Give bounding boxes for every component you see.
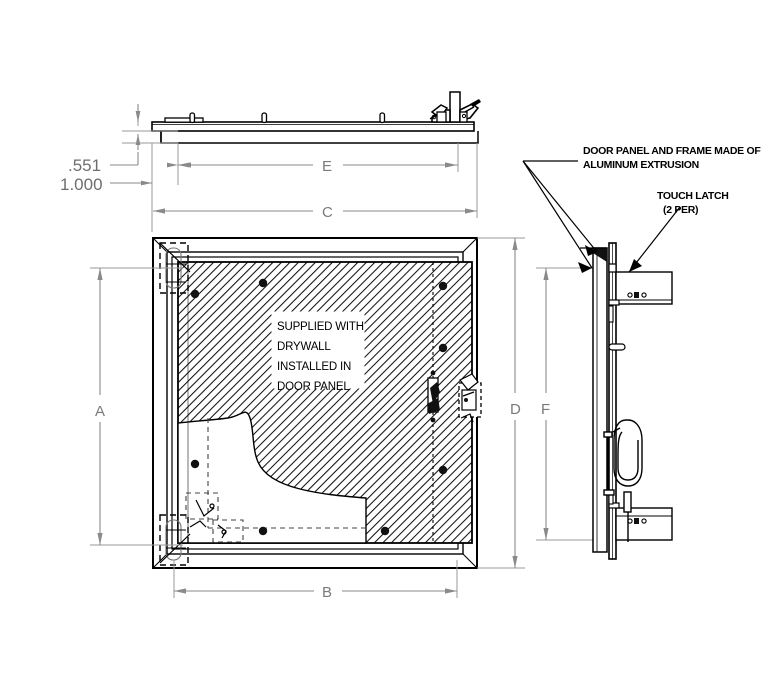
dimension-E: E bbox=[167, 143, 459, 175]
note-touch-latch-line2: (2 PER) bbox=[663, 204, 698, 216]
dimension-letter-D: D bbox=[510, 401, 521, 418]
dimension-B: B bbox=[173, 560, 458, 601]
panel-note-line-1: SUPPLIED WITH bbox=[277, 321, 364, 333]
dimension-D: D bbox=[477, 237, 525, 569]
front-elevation-view: SUPPLIED WITH DRYWALL INSTALLED IN DOOR … bbox=[152, 237, 482, 569]
dimension-1000: 1.000 bbox=[60, 175, 103, 194]
note-door-panel-line2: ALUMINUM EXTRUSION bbox=[583, 159, 699, 171]
touch-latch-bottom bbox=[608, 489, 673, 541]
annotation-leaders bbox=[522, 160, 681, 273]
side-section-view bbox=[580, 242, 673, 560]
dimension-C: C bbox=[153, 143, 478, 221]
dimension-letter-A: A bbox=[95, 403, 105, 420]
dimension-letter-B: B bbox=[322, 584, 332, 601]
bottom-left-mechanism bbox=[189, 499, 227, 539]
thickness-dimensions: .551 1.000 bbox=[60, 104, 179, 232]
dimension-letter-E: E bbox=[322, 158, 332, 175]
latch-strike-detail bbox=[458, 373, 482, 423]
top-view-tabs bbox=[189, 112, 386, 124]
panel-note-line-3: INSTALLED IN bbox=[277, 361, 351, 373]
panel-fasteners bbox=[190, 278, 448, 536]
dimension-letter-C: C bbox=[322, 204, 333, 221]
drywall-hatch-region bbox=[177, 261, 473, 544]
note-door-panel-line1: DOOR PANEL AND FRAME MADE OF bbox=[583, 145, 761, 157]
note-door-panel-frame: DOOR PANEL AND FRAME MADE OF ALUMINUM EX… bbox=[583, 145, 762, 171]
cable-restraint-detail bbox=[603, 419, 643, 542]
dimension-A: A bbox=[90, 267, 183, 546]
dimension-551: .551 bbox=[68, 156, 101, 175]
note-touch-latch: TOUCH LATCH (2 PER) bbox=[657, 190, 729, 216]
side-view-tab bbox=[608, 343, 626, 351]
panel-cutout-shape bbox=[177, 411, 367, 544]
top-view-hinge-detail bbox=[429, 91, 481, 123]
touch-latch-top bbox=[608, 263, 673, 323]
panel-note-line-4: DOOR PANEL bbox=[277, 381, 350, 393]
dimension-letter-F: F bbox=[541, 401, 550, 418]
hidden-construction-lines bbox=[185, 418, 366, 543]
dimension-F: F bbox=[536, 267, 600, 541]
panel-note-box: SUPPLIED WITH DRYWALL INSTALLED IN DOOR … bbox=[271, 311, 365, 393]
right-latch-hardware bbox=[427, 262, 440, 543]
note-touch-latch-line1: TOUCH LATCH bbox=[657, 190, 729, 202]
top-plan-view bbox=[151, 91, 481, 144]
panel-note-line-2: DRYWALL bbox=[277, 341, 331, 353]
